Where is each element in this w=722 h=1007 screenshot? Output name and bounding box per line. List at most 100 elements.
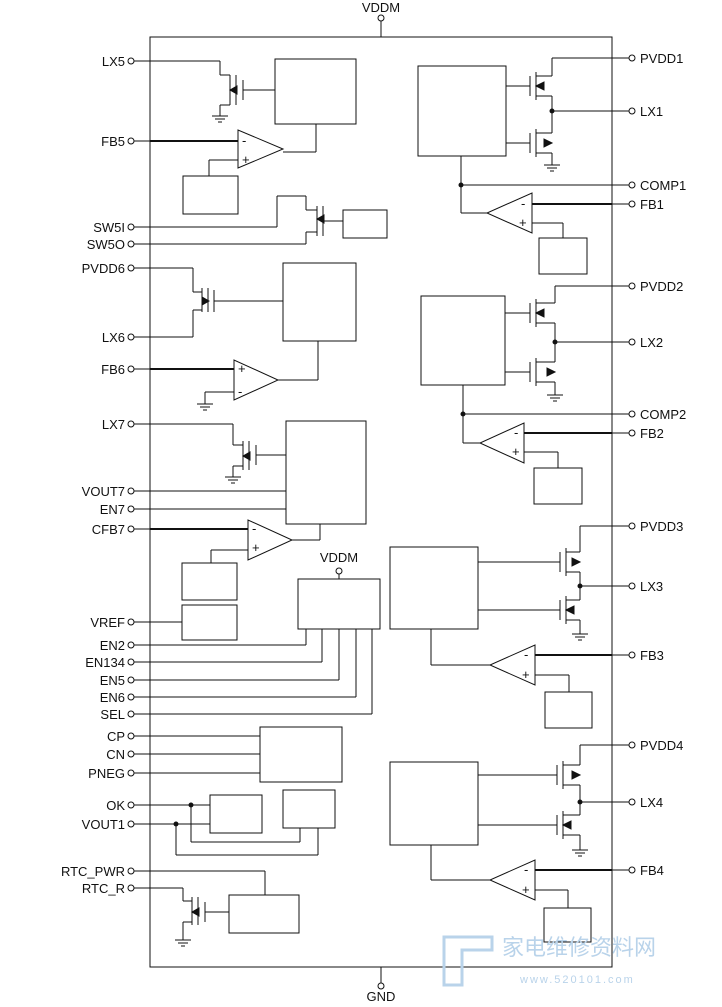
ch3-block [389,546,479,630]
ref3-box [544,691,593,729]
ch3-amp-plus: + [522,667,530,682]
pin-rtc_pwr: RTC_PWR [61,864,150,879]
pin-rtc_pwr-label: RTC_PWR [61,864,125,879]
pin-vout7: VOUT7 [82,484,150,499]
pin-sw5i-label: SW5I [93,220,125,235]
ch2-switches [505,285,612,402]
pin-pvdd6: PVDD6 [82,261,150,276]
pin-en5-label: EN5 [100,673,125,688]
pin-comp1-label: COMP1 [640,178,686,193]
watermark-url: www.520101.com [519,974,635,986]
pin-vref-label: VREF [90,615,125,630]
pin-pvdd1: PVDD1 [612,51,683,66]
ncp-block [259,726,343,783]
pin-fb3: FB3 [612,648,664,663]
pin-vddm-label: VDDM [362,0,400,15]
ch7-error-amp [150,519,321,563]
ch7-block [285,420,367,525]
pin-en2-label: EN2 [100,638,125,653]
watermark-logo [442,935,494,987]
ch6-block [282,262,357,342]
ch4-amp-plus: + [522,882,530,897]
pin-lx1-label: LX1 [640,104,663,119]
ch5-amp-minus: - [242,133,246,148]
ch5-block [274,58,357,125]
pin-pvdd1-label: PVDD1 [640,51,683,66]
sw1-wires [150,802,319,856]
pin-vout1: VOUT1 [82,817,150,832]
pin-en134-label: EN134 [85,655,125,670]
ch6-switch [150,267,283,338]
ch6-amp-plus: + [238,361,246,376]
ch1-amp-minus: - [521,196,525,211]
sw5-block [342,209,388,239]
seq-vddm [335,567,343,579]
pin-vout7-label: VOUT7 [82,484,125,499]
ch2-block [420,295,506,386]
pin-pneg: PNEG [88,766,150,781]
ch4-amp-minus: - [524,862,528,877]
pin-en6-label: EN6 [100,690,125,705]
pin-lx2-label: LX2 [640,335,663,350]
pin-lx3-label: LX3 [640,579,663,594]
pin-lx5-label: LX5 [102,54,125,69]
pin-fb6-label: FB6 [101,362,125,377]
pin-lx4-label: LX4 [640,795,663,810]
pin-fb6: FB6 [101,362,150,377]
ch3-amp-minus: - [524,647,528,662]
pin-pvdd3-label: PVDD3 [640,519,683,534]
watermark: 家电维修资料网 www.520101.com [442,935,656,987]
ch5-error-amp [150,124,317,176]
ch4-block [389,761,479,846]
sw5-switch [150,195,343,245]
pin-ok-label: OK [106,798,125,813]
pin-pneg-label: PNEG [88,766,125,781]
ch7-amp-minus: - [252,521,256,536]
pin-lx6: LX6 [102,330,150,345]
rtcldo-block [282,789,336,829]
seq-block [297,578,381,630]
pin-lx4: LX4 [612,795,663,810]
watermark-text: 家电维修资料网 [502,935,656,960]
ref2-box [533,467,583,505]
pin-en2: EN2 [100,638,150,653]
ch2-amp-plus: + [512,444,520,459]
ch4-error-amp [430,845,612,908]
pin-lx7-label: LX7 [102,417,125,432]
ncp-wires [150,735,260,774]
pin-cp-label: CP [107,729,125,744]
ch7-switch [150,423,286,510]
pin-comp2: COMP2 [612,407,686,422]
pin-sel-label: SEL [100,707,125,722]
pin-pvdd6-label: PVDD6 [82,261,125,276]
pin-comp2-label: COMP2 [640,407,686,422]
pin-pvdd3: PVDD3 [612,519,683,534]
pin-lx7: LX7 [102,417,150,432]
pin-fb4-label: FB4 [640,863,664,878]
ch2-error-amp [460,385,612,468]
pin-sw5o-label: SW5O [87,237,125,252]
pin-en7-label: EN7 [100,502,125,517]
left-pins: LX5FB5SW5ISW5OPVDD6LX6FB6LX7VOUT7EN7CFB7… [61,54,150,896]
pin-en6: EN6 [100,690,150,705]
pin-fb1-label: FB1 [640,197,664,212]
refv-box [181,604,238,641]
pin-lx3: LX3 [612,579,663,594]
pin-cp: CP [107,729,150,744]
ch4-switches [478,744,612,857]
ch1-error-amp [458,156,612,238]
ch1-switches [506,57,612,172]
pin-comp1: COMP1 [612,178,686,193]
ch6-amp-minus: - [238,384,242,399]
pin-en134: EN134 [85,655,150,670]
pin-fb4: FB4 [612,863,664,878]
pin-fb5: FB5 [101,134,150,149]
pin-vout1-label: VOUT1 [82,817,125,832]
pin-en7: EN7 [100,502,150,517]
pin-sw5o: SW5O [87,237,150,252]
pin-pvdd2-label: PVDD2 [640,279,683,294]
right-pins: PVDD1LX1COMP1FB1PVDD2LX2COMP2FB2PVDD3LX3… [612,51,686,878]
pin-fb3-label: FB3 [640,648,664,663]
ch1-amp-plus: + [519,215,527,230]
pin-sw5i: SW5I [93,220,150,235]
